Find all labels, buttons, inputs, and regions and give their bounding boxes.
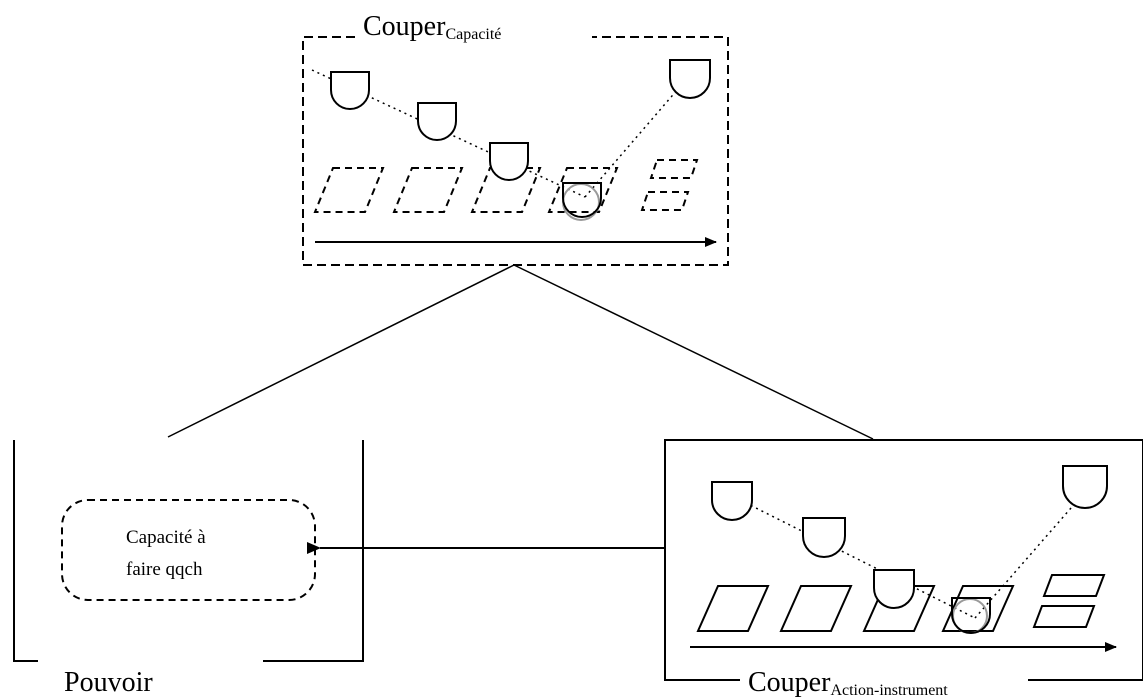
top-cup-3 — [489, 142, 529, 182]
top-parallelogram-5a — [649, 159, 699, 179]
right-parallelogram-3 — [862, 585, 936, 632]
right-trajectory-ascent — [974, 491, 1086, 619]
top-cups — [330, 59, 711, 182]
pouvoir-frame: Pouvoir Capacité à faire qqch — [13, 440, 364, 698]
top-cup-4 — [562, 182, 602, 219]
right-parallelogram-4 — [941, 585, 1015, 632]
connector-lines — [167, 264, 874, 440]
top-cup-highlight-ring — [562, 183, 600, 221]
right-trajectory-descent — [739, 499, 976, 619]
couper-capacite-frame: CouperCapacité — [302, 11, 729, 266]
top-parallelogram-2 — [392, 167, 464, 213]
capacite-box-line2: faire qqch — [126, 559, 203, 580]
right-trajectory — [739, 491, 1086, 619]
pouvoir-title: Pouvoir — [64, 667, 153, 698]
right-parallelogram-5b — [1032, 605, 1096, 628]
right-frame-border — [664, 439, 1143, 681]
right-cup-1 — [711, 481, 753, 522]
top-parallelogram-row — [313, 159, 699, 213]
couper-action-instrument-frame: CouperAction-instrument — [664, 439, 1143, 699]
capacite-box-line1: Capacité à — [126, 527, 206, 548]
connector-to-pouvoir — [167, 264, 515, 438]
right-cups — [711, 465, 1108, 610]
top-parallelogram-3 — [470, 167, 542, 213]
right-cup-4 — [951, 597, 991, 635]
right-cup-5 — [1062, 465, 1108, 510]
top-parallelogram-5b — [640, 191, 690, 211]
right-parallelogram-row — [696, 574, 1106, 632]
capacite-box — [61, 499, 316, 601]
right-frame-title: CouperAction-instrument — [748, 667, 948, 699]
right-parallelogram-2 — [779, 585, 853, 632]
pouvoir-frame-left-bracket — [13, 440, 38, 662]
right-parallelogram-1 — [696, 585, 770, 632]
pouvoir-frame-right-bracket — [263, 440, 364, 662]
top-frame-title: CouperCapacité — [363, 11, 501, 43]
top-parallelogram-1 — [313, 167, 385, 213]
top-cup-1 — [330, 71, 370, 111]
top-cup-5 — [669, 59, 711, 100]
top-parallelogram-4 — [547, 167, 619, 213]
right-cup-2 — [802, 517, 846, 559]
connector-to-action-instrument — [513, 264, 874, 440]
right-parallelogram-5a — [1042, 574, 1106, 597]
top-cup-2 — [417, 102, 457, 142]
right-cup-3 — [873, 569, 915, 610]
